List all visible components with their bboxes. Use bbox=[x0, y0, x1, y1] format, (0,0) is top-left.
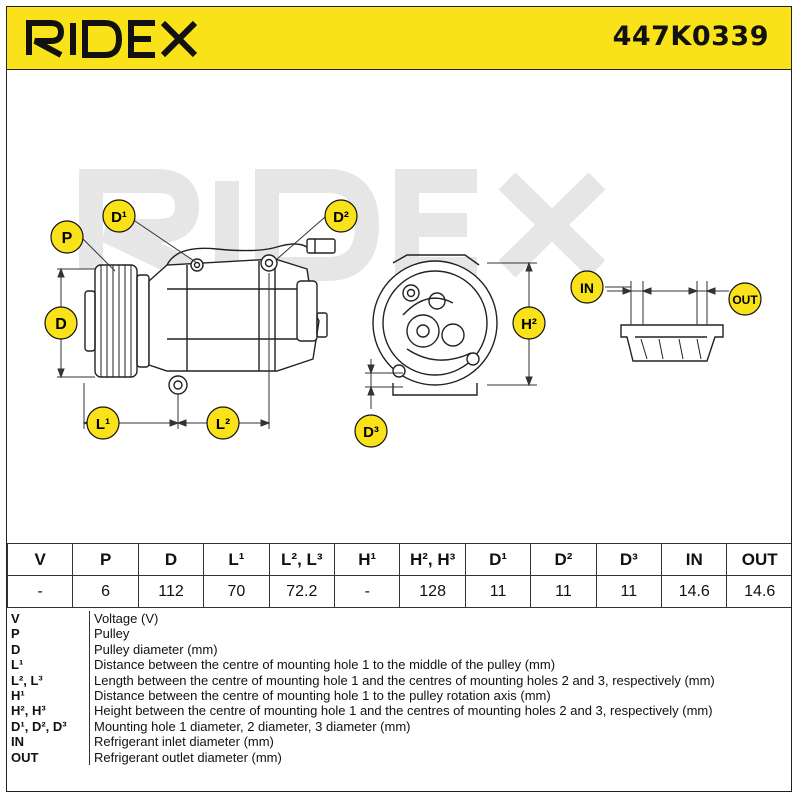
spec-value: 6 bbox=[72, 575, 139, 608]
spec-header: D bbox=[137, 543, 205, 576]
spec-header: H¹ bbox=[334, 543, 401, 576]
callout-in-label: IN bbox=[580, 280, 594, 296]
compressor-diagram: P D¹ D² D L¹ L² H² D³ bbox=[44, 169, 762, 448]
port-view bbox=[620, 324, 724, 362]
callout-d3: D³ bbox=[354, 414, 388, 448]
spec-value: - bbox=[334, 575, 401, 608]
legend-code: V bbox=[7, 611, 90, 627]
spec-value: - bbox=[7, 575, 74, 608]
spec-header: L¹ bbox=[203, 543, 270, 576]
spec-value: 14.6 bbox=[726, 575, 791, 608]
legend-text: Refrigerant outlet diameter (mm) bbox=[94, 749, 282, 765]
callout-out-label: OUT bbox=[732, 293, 758, 307]
legend-text: Voltage (V) bbox=[94, 611, 159, 626]
legend-text: Length between the centre of mounting ho… bbox=[94, 672, 715, 688]
ridex-watermark bbox=[79, 169, 606, 281]
legend-row: V Voltage (V) bbox=[7, 611, 791, 627]
legend-code: D bbox=[7, 641, 90, 658]
header-bar: 447K0339 bbox=[7, 7, 791, 70]
legend-code: L¹ bbox=[7, 657, 90, 673]
legend-text: Distance between the centre of mounting … bbox=[94, 688, 551, 704]
callout-out: OUT bbox=[728, 282, 762, 316]
compressor-front-view bbox=[372, 254, 498, 396]
callout-p: P bbox=[50, 220, 84, 254]
callout-p-label: P bbox=[62, 230, 73, 247]
callout-d-label: D bbox=[55, 316, 67, 333]
callout-d3-label: D³ bbox=[363, 424, 379, 441]
spec-header: V bbox=[7, 543, 74, 576]
spec-value: 11 bbox=[530, 575, 597, 608]
spec-value: 112 bbox=[137, 575, 205, 608]
dimension-lines-ports bbox=[607, 281, 729, 325]
spec-table-header-row: V P D L¹ L², L³ H¹ H², H³ D¹ D² D³ IN OU… bbox=[7, 543, 791, 576]
legend-text: Distance between the centre of mounting … bbox=[94, 657, 556, 673]
spec-value: 70 bbox=[203, 575, 270, 608]
callout-leaders bbox=[82, 216, 631, 288]
legend-text: Pulley bbox=[94, 626, 130, 642]
legend-code: IN bbox=[7, 734, 90, 750]
spec-value: 14.6 bbox=[661, 575, 728, 608]
callout-h2-label: H² bbox=[521, 316, 537, 333]
spec-value: 11 bbox=[595, 575, 663, 608]
legend-code: D¹, D², D³ bbox=[7, 718, 90, 735]
spec-header: H², H³ bbox=[399, 543, 466, 576]
spec-value: 11 bbox=[464, 575, 532, 608]
ridex-logo bbox=[26, 20, 198, 58]
callout-l1: L¹ bbox=[86, 406, 120, 440]
callout-d1-label: D¹ bbox=[111, 209, 127, 226]
callout-d2: D² bbox=[324, 199, 358, 233]
callout-d1: D¹ bbox=[102, 199, 136, 233]
spec-table-value-row: - 6 112 70 72.2 - 128 11 11 11 14.6 14.6 bbox=[7, 575, 791, 608]
spec-value: 72.2 bbox=[268, 575, 336, 608]
legend-code: L², L³ bbox=[7, 672, 90, 689]
legend-code: H¹ bbox=[7, 688, 90, 704]
callout-h2: H² bbox=[512, 306, 546, 340]
legend-code: P bbox=[7, 626, 90, 642]
spec-header: L², L³ bbox=[268, 543, 336, 576]
spec-table: V P D L¹ L², L³ H¹ H², H³ D¹ D² D³ IN OU… bbox=[7, 543, 791, 608]
spec-header: D¹ bbox=[464, 543, 532, 576]
legend-text: Pulley diameter (mm) bbox=[94, 641, 218, 657]
callout-d2-label: D² bbox=[333, 209, 349, 226]
legend-text: Refrigerant inlet diameter (mm) bbox=[94, 734, 274, 750]
callout-l1-label: L¹ bbox=[96, 416, 110, 433]
spec-header: D³ bbox=[595, 543, 663, 576]
legend-code: H², H³ bbox=[7, 703, 90, 719]
compressor-side-view bbox=[84, 238, 336, 395]
legend-text: Height between the centre of mounting ho… bbox=[94, 703, 713, 719]
spec-header: OUT bbox=[726, 543, 791, 576]
spec-header: IN bbox=[661, 543, 728, 576]
callout-l2-label: L² bbox=[216, 416, 230, 433]
legend-code: OUT bbox=[7, 749, 90, 766]
part-number: 447K0339 bbox=[612, 21, 769, 52]
spec-header: P bbox=[72, 543, 139, 576]
callout-l2: L² bbox=[206, 406, 240, 440]
spec-header: D² bbox=[530, 543, 597, 576]
callout-d: D bbox=[44, 306, 78, 340]
spec-value: 128 bbox=[399, 575, 466, 608]
legend-text: Mounting hole 1 diameter, 2 diameter, 3 … bbox=[94, 718, 411, 734]
product-sheet: 447K0339 bbox=[6, 6, 792, 792]
callout-in: IN bbox=[570, 270, 604, 304]
